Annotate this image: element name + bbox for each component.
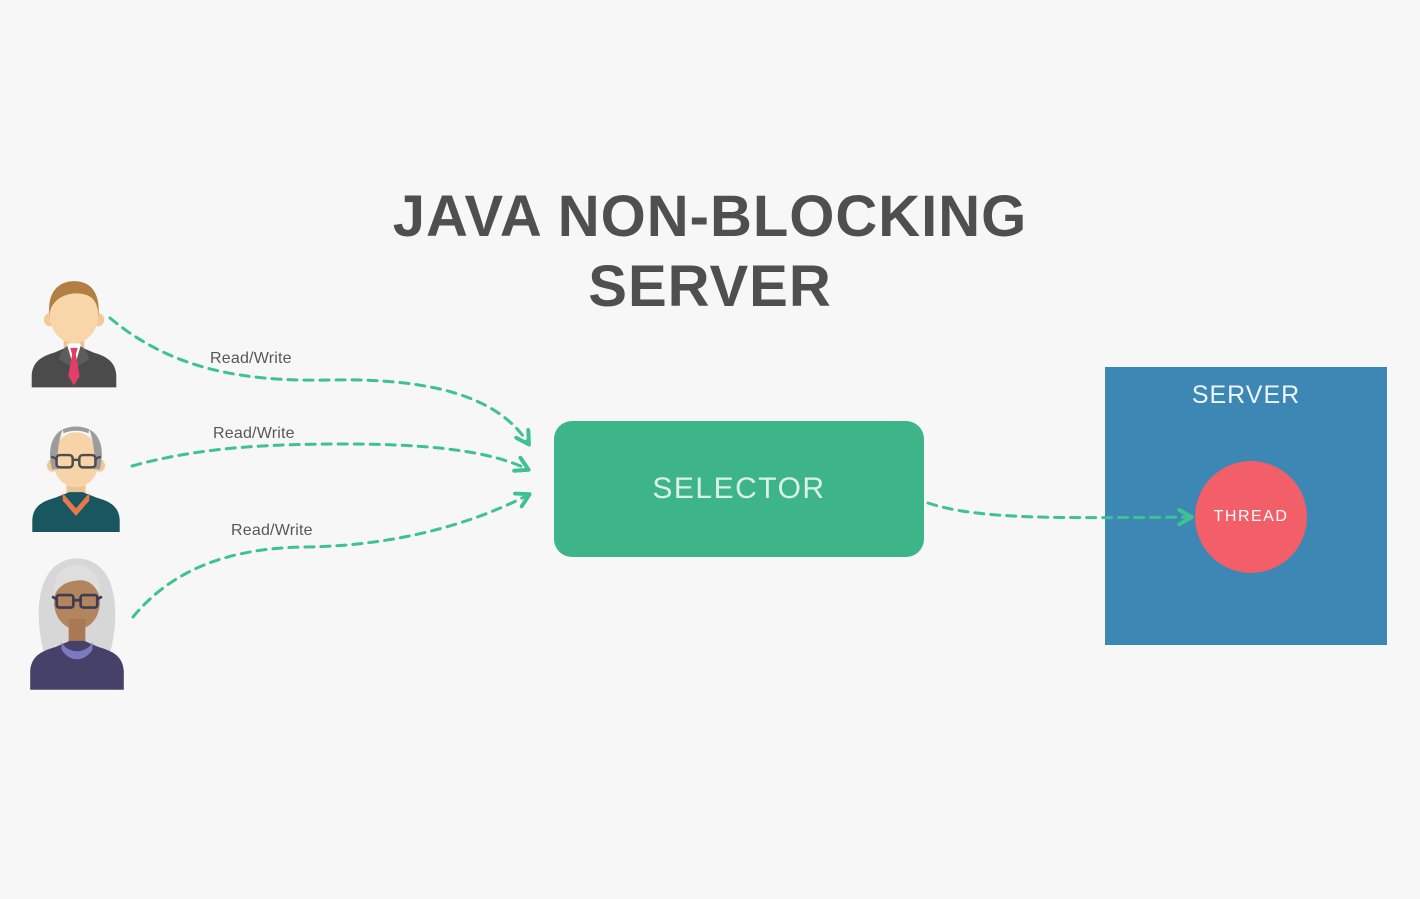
thread-label: THREAD bbox=[1213, 508, 1289, 525]
arrow-client1-to-selector bbox=[108, 316, 528, 443]
read-write-label-2: Read/Write bbox=[213, 425, 295, 442]
title-line-1: JAVA NON-BLOCKING bbox=[392, 184, 1028, 249]
selector-node: SELECTOR bbox=[554, 421, 924, 557]
client-avatar-older-man bbox=[32, 426, 120, 532]
glasses-icon bbox=[51, 593, 103, 609]
diagram-title: JAVA NON-BLOCKING SERVER bbox=[0, 182, 1420, 322]
server-label: SERVER bbox=[1191, 381, 1301, 409]
server-node: SERVER THREAD bbox=[1105, 367, 1387, 645]
client-avatar-businessman bbox=[31, 281, 117, 388]
arrow-client3-to-selector bbox=[131, 495, 528, 619]
thread-node: THREAD bbox=[1195, 461, 1307, 573]
arrow-client2-to-selector bbox=[130, 442, 527, 469]
client-avatar-older-woman bbox=[30, 558, 124, 690]
selector-label: SELECTOR bbox=[652, 472, 826, 505]
read-write-label-3: Read/Write bbox=[231, 522, 313, 539]
title-line-2: SERVER bbox=[588, 254, 832, 319]
glasses-icon bbox=[51, 453, 101, 469]
read-write-label-1: Read/Write bbox=[210, 350, 292, 367]
